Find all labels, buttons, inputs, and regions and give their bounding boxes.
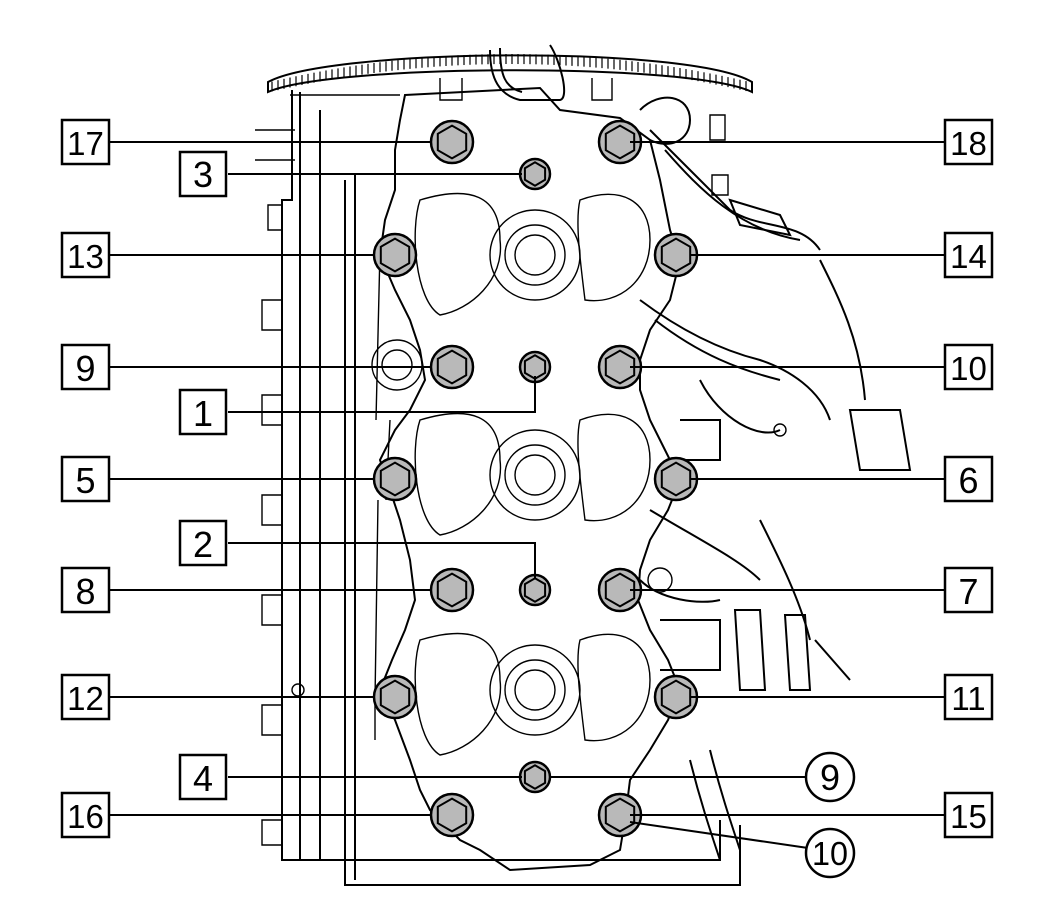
bolt-9-head (436, 349, 468, 385)
bolt-label-8: 8 (75, 571, 95, 612)
bolt-label-4: 4 (193, 758, 213, 799)
bolt-11-head (660, 679, 692, 715)
bolt-label-17: 17 (67, 125, 104, 162)
bolt-16-head (436, 797, 468, 833)
bolt-8-head (436, 572, 468, 608)
bolt-label-18: 18 (950, 125, 987, 162)
leader-lines (109, 141, 945, 849)
small-bolt-2-head (523, 577, 547, 603)
engine-block-outline (255, 78, 741, 886)
small-bolt-3-head (523, 161, 547, 187)
bolts (372, 119, 699, 838)
callout-10: 10 (804, 827, 856, 879)
bolt-label-6: 6 (958, 460, 978, 501)
bolt-13-head (379, 237, 411, 273)
bolt-14-head (660, 237, 692, 273)
bolt-label-7: 7 (958, 571, 978, 612)
bolt-label-16: 16 (67, 798, 104, 835)
bolt-6-head (660, 461, 692, 497)
bolt-5-head (379, 461, 411, 497)
bolt-label-1: 1 (193, 393, 213, 434)
bolt-label-15: 15 (950, 798, 987, 835)
callout-9-text: 9 (820, 757, 840, 798)
bolt-label-9: 9 (75, 348, 95, 389)
bolt-10-head (604, 349, 636, 385)
bolt-label-11: 11 (951, 680, 985, 717)
ring-gear (267, 54, 753, 94)
bolt-7-head (604, 572, 636, 608)
bolt-label-14: 14 (950, 238, 987, 275)
bolt-label-12: 12 (67, 680, 104, 717)
callout-10-text: 10 (812, 835, 848, 872)
bolt-label-5: 5 (75, 460, 95, 501)
bolt-12-head (379, 679, 411, 715)
wiring-harness (489, 44, 912, 861)
left-labels: 17 3 13 9 1 5 2 8 12 4 16 (60, 118, 228, 839)
bolt-17-head (436, 124, 468, 160)
bolt-15-head (604, 797, 636, 833)
bolt-label-2: 2 (193, 524, 213, 565)
bolt-label-10: 10 (950, 350, 987, 387)
small-bolt-4-head (523, 764, 547, 790)
bolt-label-3: 3 (193, 154, 213, 195)
callout-9: 9 (804, 751, 856, 803)
small-bolt-1-head (523, 354, 547, 380)
right-labels: 18 14 10 6 7 11 15 (943, 118, 994, 839)
bolt-18-head (604, 124, 636, 160)
cylinder-head (371, 86, 682, 872)
bolt-label-13: 13 (67, 238, 104, 275)
